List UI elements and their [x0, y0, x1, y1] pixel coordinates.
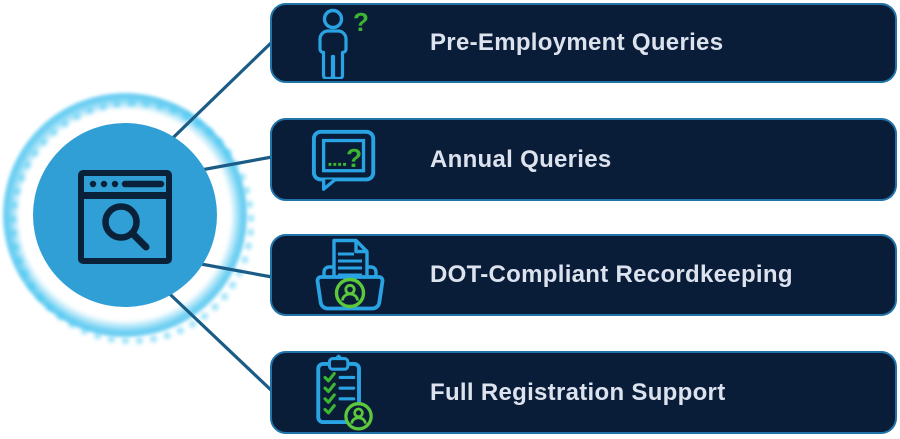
- hub-circle: [33, 123, 217, 307]
- folder-documents-person-icon: [310, 237, 390, 313]
- item-label: Annual Queries: [430, 145, 612, 173]
- svg-text:?: ?: [346, 142, 362, 172]
- svg-text:?: ?: [353, 7, 369, 37]
- chat-question-icon: ?: [310, 127, 382, 193]
- item-card-annual-queries: ? Annual Queries: [270, 118, 897, 201]
- item-label: Full Registration Support: [430, 378, 726, 406]
- item-label: Pre-Employment Queries: [430, 29, 724, 56]
- browser-search-icon: [77, 169, 173, 265]
- item-card-full-registration-support: Full Registration Support: [270, 351, 897, 434]
- item-card-dot-compliant-recordkeeping: DOT-Compliant Recordkeeping: [270, 234, 897, 316]
- item-label: DOT-Compliant Recordkeeping: [430, 261, 793, 288]
- hub-spray-speckle: [10, 100, 254, 344]
- item-card-pre-employment-queries: ? Pre-Employment Queries: [270, 3, 897, 83]
- person-question-icon: ?: [310, 7, 372, 79]
- clipboard-checklist-person-icon: [310, 353, 376, 433]
